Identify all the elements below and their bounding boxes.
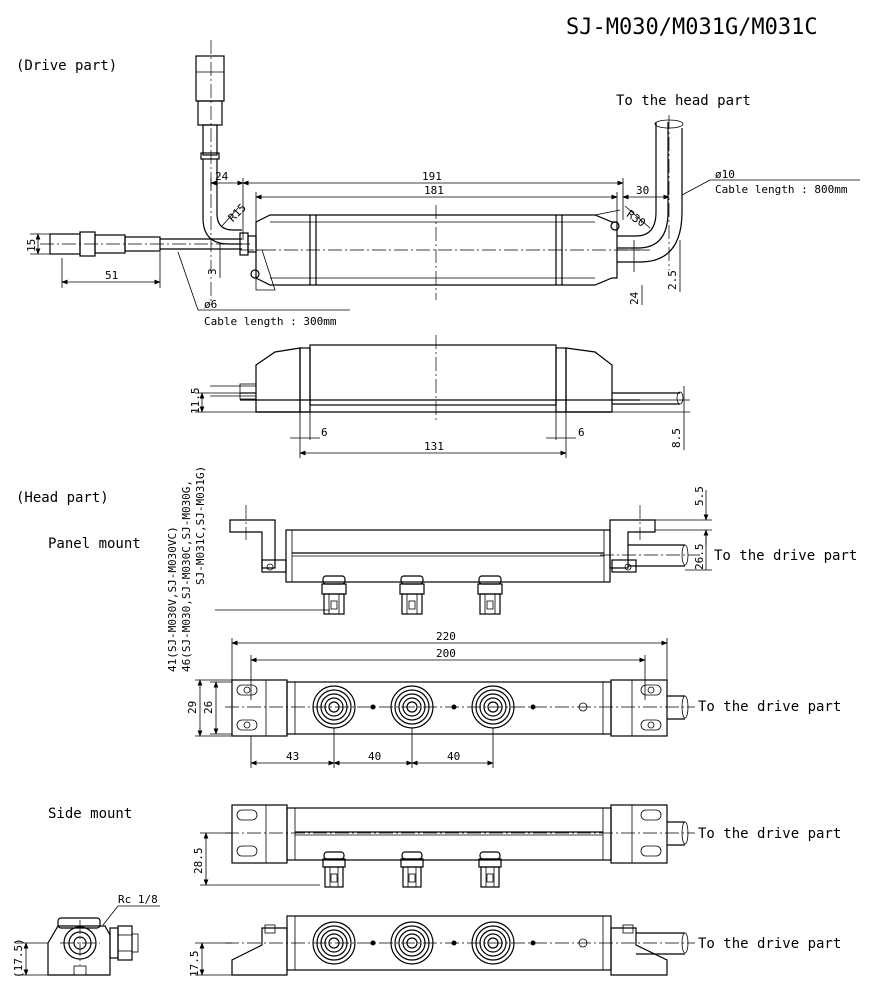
dim-6-left: 6 (321, 426, 328, 439)
dim-40-a: 40 (368, 750, 381, 763)
dim-17-5: 17.5 (188, 951, 201, 978)
dim-30: 30 (636, 184, 649, 197)
to-drive-part-label-2: To the drive part (698, 699, 841, 715)
side-mount-label: Side mount (48, 806, 132, 822)
to-head-part-label: To the head part (616, 93, 751, 109)
dim-26: 26 (202, 701, 215, 714)
section-drive-label: (Drive part) (16, 58, 117, 74)
dim-24-right: 24 (628, 291, 641, 305)
drawing-title: SJ-M030/M031G/M031C (566, 15, 818, 40)
dim-181: 181 (424, 184, 444, 197)
head-panel-mount-side: 5.5 26.5 To the drive part (215, 486, 857, 615)
section-head-label: (Head part) (16, 490, 109, 506)
to-drive-part-label-4: To the drive part (698, 936, 841, 952)
drive-part-side-view: 11.5 6 6 131 8.5 (189, 335, 690, 458)
dim-28-5: 28.5 (192, 848, 205, 875)
to-drive-part-label-1: To the drive part (714, 548, 857, 564)
cable-800: Cable length : 800mm (715, 183, 848, 196)
rc-label: Rc 1/8 (118, 893, 158, 906)
dim-6-right: 6 (578, 426, 585, 439)
head-side-mount-top: 17.5 To the drive part (188, 915, 841, 978)
dim-43: 43 (286, 750, 299, 763)
cable-300: Cable length : 300mm (204, 315, 337, 328)
dim-11-5: 11.5 (189, 388, 202, 415)
head-panel-mount-top: 220 200 29 (186, 630, 841, 768)
dim-26-5: 26.5 (693, 544, 706, 571)
dim-29: 29 (186, 701, 199, 714)
dim-220: 220 (436, 630, 456, 643)
cable-phi6: ø6 (204, 298, 217, 311)
dim-r30: R30 (624, 208, 648, 230)
head-end-view: Rc 1/8 (17.5) (12, 893, 160, 978)
drive-part-top-view: 24 191 181 30 R15 R30 15 51 3 ø6 Cable l… (25, 40, 860, 328)
dim-131: 131 (424, 440, 444, 453)
dim-r15: R15 (226, 201, 249, 224)
cable-phi10: ø10 (715, 168, 735, 181)
height-46-note-b: SJ-M031C,SJ-M031G) (194, 466, 207, 585)
dim-3: 3 (206, 268, 219, 275)
dim-24-top: 24 (215, 170, 229, 183)
dim-17-5-paren: (17.5) (12, 938, 25, 978)
dim-40-b: 40 (447, 750, 460, 763)
dim-51: 51 (105, 269, 118, 282)
dim-191: 191 (422, 170, 442, 183)
dim-8-5: 8.5 (670, 428, 683, 448)
to-drive-part-label-3: To the drive part (698, 826, 841, 842)
panel-mount-label: Panel mount (48, 536, 141, 552)
dim-5-5: 5.5 (693, 486, 706, 506)
head-side-mount-side: 28.5 To the drive part (192, 804, 841, 888)
height-46-note-a: 46(SJ-M030,SJ-M030C,SJ-M030G, (180, 480, 193, 672)
height-41-note: 41(SJ-M030V,SJ-M030VC) (166, 526, 179, 672)
dim-200: 200 (436, 647, 456, 660)
dim-15: 15 (25, 239, 38, 252)
dim-2-5: 2.5 (666, 270, 679, 290)
